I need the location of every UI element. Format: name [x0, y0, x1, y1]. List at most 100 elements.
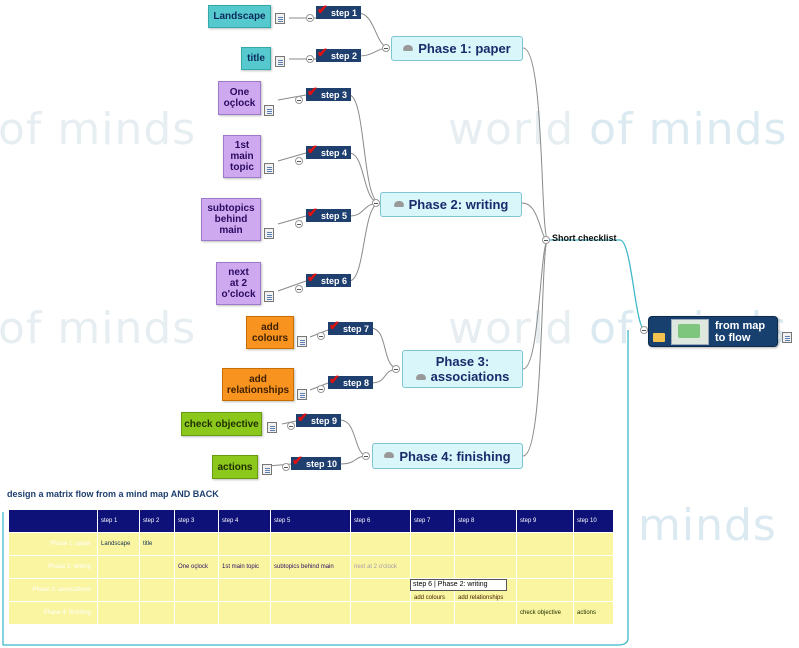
matrix-cell[interactable]: [454, 532, 517, 556]
phase-3-node[interactable]: Phase 3:associations: [402, 350, 523, 388]
note-icon[interactable]: [264, 163, 274, 174]
matrix-header-cell: step 10: [573, 509, 614, 533]
matrix-cell[interactable]: [97, 555, 140, 579]
collapse-icon[interactable]: [287, 422, 295, 430]
collapse-icon[interactable]: [362, 452, 370, 460]
note-icon[interactable]: [275, 56, 285, 67]
matrix-cell[interactable]: [454, 601, 517, 625]
collapse-icon[interactable]: [382, 44, 390, 52]
matrix-cell[interactable]: subtopics behind main: [270, 555, 351, 579]
step-tag-10[interactable]: ✔step 10: [291, 453, 342, 470]
note-icon[interactable]: [782, 332, 792, 343]
step-tag-8[interactable]: ✔step 8: [328, 373, 374, 389]
watermark-left-mid: of minds: [0, 303, 197, 354]
matrix-cell[interactable]: [410, 532, 455, 556]
collapse-icon[interactable]: [542, 236, 550, 244]
matrix-cell[interactable]: next at 2 o'clock: [350, 555, 411, 579]
matrix-cell[interactable]: One oçlock: [174, 555, 219, 579]
matrix-cell[interactable]: [218, 578, 271, 602]
matrix-cell[interactable]: [410, 555, 455, 579]
matrix-cell[interactable]: [139, 555, 175, 579]
collapse-icon[interactable]: [392, 365, 400, 373]
collapse-icon[interactable]: [295, 157, 303, 165]
step-tag-4[interactable]: ✔step 4: [306, 143, 352, 159]
note-icon[interactable]: [264, 291, 274, 302]
matrix-cell[interactable]: [516, 578, 574, 602]
note-icon[interactable]: [264, 228, 274, 239]
topic-landscape[interactable]: Landscape: [208, 5, 271, 28]
checkmark-icon: ✔: [307, 84, 318, 99]
matrix-row-phase-2: Phase 2: writing One oçlock 1st main top…: [8, 555, 614, 579]
collapse-icon[interactable]: [640, 326, 648, 334]
note-icon[interactable]: [275, 13, 285, 24]
collapse-icon[interactable]: [295, 220, 303, 228]
note-icon[interactable]: [297, 336, 307, 347]
topic-actions[interactable]: actions: [212, 455, 258, 479]
collapse-icon[interactable]: [317, 332, 325, 340]
matrix-cell[interactable]: title: [139, 532, 175, 556]
matrix-cell[interactable]: [218, 532, 271, 556]
step-tag-6[interactable]: ✔step 6: [306, 271, 352, 287]
collapse-icon[interactable]: [295, 285, 303, 293]
matrix-cell[interactable]: [139, 578, 175, 602]
matrix-cell[interactable]: check objective: [516, 601, 574, 625]
note-icon[interactable]: [264, 105, 274, 116]
matrix-cell[interactable]: [139, 601, 175, 625]
collapse-icon[interactable]: [317, 385, 325, 393]
step-tag-7[interactable]: ✔step 7: [328, 319, 374, 335]
matrix-cell[interactable]: [270, 532, 351, 556]
matrix-cell[interactable]: [410, 601, 455, 625]
matrix-cell[interactable]: [573, 532, 614, 556]
note-icon[interactable]: [262, 464, 272, 475]
matrix-cell[interactable]: [97, 578, 140, 602]
matrix-cell[interactable]: [573, 578, 614, 602]
collapse-icon[interactable]: [306, 55, 314, 63]
matrix-cell[interactable]: [97, 601, 140, 625]
note-icon[interactable]: [267, 422, 277, 433]
matrix-cell[interactable]: Landscape: [97, 532, 140, 556]
step-tag-1[interactable]: ✔step 1: [316, 3, 362, 19]
watermark-left-top: of minds: [0, 104, 197, 155]
collapse-icon[interactable]: [306, 14, 314, 22]
matrix-cell[interactable]: [270, 578, 351, 602]
matrix-cell[interactable]: [218, 601, 271, 625]
matrix-cell[interactable]: [350, 601, 411, 625]
matrix-cell[interactable]: [174, 578, 219, 602]
matrix-cell[interactable]: [516, 555, 574, 579]
folder-icon[interactable]: [653, 333, 665, 342]
matrix-cell[interactable]: actions: [573, 601, 614, 625]
phase-2-node[interactable]: Phase 2: writing: [380, 192, 522, 217]
step-tag-5[interactable]: ✔step 5: [306, 206, 352, 222]
matrix-cell[interactable]: [174, 601, 219, 625]
matrix-cell[interactable]: [516, 532, 574, 556]
topic-title[interactable]: title: [241, 47, 271, 70]
phase-4-node[interactable]: Phase 4: finishing: [372, 443, 523, 469]
topic-check-objective[interactable]: check objective: [181, 412, 262, 436]
checkmark-icon: ✔: [292, 453, 303, 468]
collapse-icon[interactable]: [372, 199, 380, 207]
watermark-right-top: world of minds: [448, 104, 788, 155]
matrix-header-cell: step 2: [139, 509, 175, 533]
step-tag-9[interactable]: ✔step 9: [296, 411, 342, 427]
matrix-cell[interactable]: [573, 555, 614, 579]
collapse-icon[interactable]: [295, 96, 303, 104]
matrix-cell[interactable]: [174, 532, 219, 556]
phase-1-node[interactable]: Phase 1: paper: [391, 36, 523, 61]
matrix-cell[interactable]: [270, 601, 351, 625]
matrix-cell[interactable]: 1st main topic: [218, 555, 271, 579]
note-icon[interactable]: [297, 389, 307, 400]
short-checklist-label[interactable]: Short checklist: [552, 233, 617, 243]
matrix-cell[interactable]: [350, 578, 411, 602]
collapse-icon[interactable]: [282, 463, 290, 471]
step-tag-2[interactable]: ✔step 2: [316, 46, 362, 62]
matrix-cell[interactable]: [350, 532, 411, 556]
step-tag-3[interactable]: ✔step 3: [306, 84, 352, 101]
matrix-cell[interactable]: [454, 555, 517, 579]
